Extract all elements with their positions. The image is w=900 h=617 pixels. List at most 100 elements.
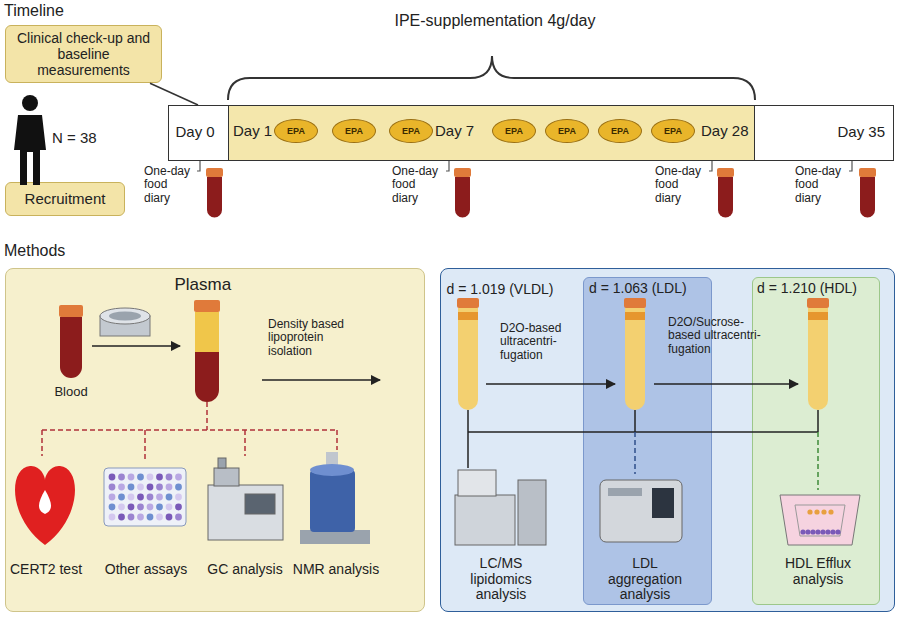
illustration-part (195, 352, 219, 402)
illustration-part (820, 529, 825, 534)
icon-label: Blood (36, 385, 106, 400)
illustration-part (457, 298, 479, 308)
epa-capsule: EPA (545, 119, 589, 143)
epa-capsule: EPA (651, 119, 695, 143)
illustration-part (137, 494, 144, 501)
illustration-part (467, 410, 469, 468)
illustration-part (326, 452, 338, 470)
illustration-part (300, 530, 370, 544)
section-heading: Methods (4, 242, 144, 260)
illustration-part (717, 168, 734, 177)
illustration-part (197, 161, 200, 171)
panel-box: EPAEPAEPAEPAEPAEPAEPADay 1Day 7Day 28 (228, 105, 755, 161)
illustration-part (208, 485, 283, 540)
illustration-part (835, 529, 840, 534)
illustration-part (166, 504, 173, 511)
illustration-part (310, 470, 355, 532)
day-label: Day 35 (838, 123, 886, 140)
illustration-part (624, 298, 646, 308)
illustration-part (808, 312, 828, 320)
heart-icon (15, 466, 75, 545)
illustration-part (109, 514, 116, 521)
dashed-link (42, 402, 337, 462)
blood-tube (206, 168, 876, 218)
dashed-link (634, 432, 636, 474)
illustration-part (807, 509, 812, 514)
lipoprotein-tube (457, 298, 829, 410)
capsule-label: EPA (664, 126, 682, 136)
illustration-part (718, 177, 733, 218)
illustration-part (166, 494, 173, 501)
illustration-part (59, 305, 83, 317)
note-text: One-day food diary (144, 165, 194, 205)
illustration-part (336, 430, 338, 450)
illustration-part (144, 430, 146, 462)
note-text: One-day food diary (655, 165, 705, 205)
illustration-part (244, 430, 246, 456)
illustration-part (814, 509, 819, 514)
illustration-part (166, 474, 173, 481)
epa-capsule: EPA (332, 119, 376, 143)
illustration-part (807, 298, 829, 308)
illustration-part (218, 458, 226, 468)
illustration-part (800, 509, 840, 534)
arrow (92, 345, 180, 347)
illustration-part (104, 468, 186, 526)
illustration-part (128, 514, 135, 521)
illustration-part (128, 504, 135, 511)
illustration-part (147, 504, 154, 511)
illustration-part (860, 177, 875, 218)
epa-capsule: EPA (492, 119, 536, 143)
illustration-part (817, 410, 819, 432)
illustration-part (175, 484, 182, 491)
illustration-part (458, 308, 478, 410)
icon-label: CERT2 test (5, 562, 87, 578)
illustration-part (118, 484, 125, 491)
nmr-instrument (300, 452, 370, 544)
icon-label: GC analysis (200, 562, 290, 578)
illustration-part (118, 474, 125, 481)
lcms-instrument (455, 470, 546, 545)
person-icon (14, 95, 46, 185)
capsule-label: EPA (558, 126, 576, 136)
icon-label: NMR analysis (290, 562, 382, 578)
illustration-part (109, 312, 141, 321)
illustration-part (118, 514, 125, 521)
illustration-part (147, 474, 154, 481)
illustration-part (156, 494, 163, 501)
illustration-part (625, 308, 645, 410)
illustration-part (147, 494, 154, 501)
connector-line (150, 83, 198, 105)
illustration-part (310, 464, 354, 476)
illustration-part (849, 161, 852, 171)
illustration-part (128, 484, 135, 491)
capsule-label: EPA (402, 126, 420, 136)
illustration-part (109, 474, 182, 521)
dashed-link (817, 432, 819, 490)
epa-capsule: EPA (389, 119, 433, 143)
capsule-label: EPA (611, 126, 629, 136)
illustration-part (830, 529, 835, 534)
illustration-part (468, 431, 818, 433)
illustration-part (175, 474, 182, 481)
capsule-label: EPA (505, 126, 523, 136)
illustration-part (780, 495, 860, 545)
illustration-part (128, 474, 135, 481)
day-label: Day 1 (233, 122, 272, 139)
illustration-part (156, 514, 163, 521)
note-text: One-day food diary (795, 165, 845, 205)
box-text: Recruitment (25, 190, 106, 207)
illustration-part (194, 300, 220, 312)
illustration-part (147, 484, 154, 491)
illustration-part (22, 95, 38, 111)
illustration-part (709, 161, 712, 171)
panel-box: Plasma (5, 268, 425, 612)
illustration-part (625, 312, 645, 320)
icon-label: Other assays (100, 562, 192, 578)
illustration-part (137, 514, 144, 521)
illustration-part (109, 474, 116, 481)
illustration-part (652, 488, 674, 518)
illustration-part (518, 480, 546, 545)
